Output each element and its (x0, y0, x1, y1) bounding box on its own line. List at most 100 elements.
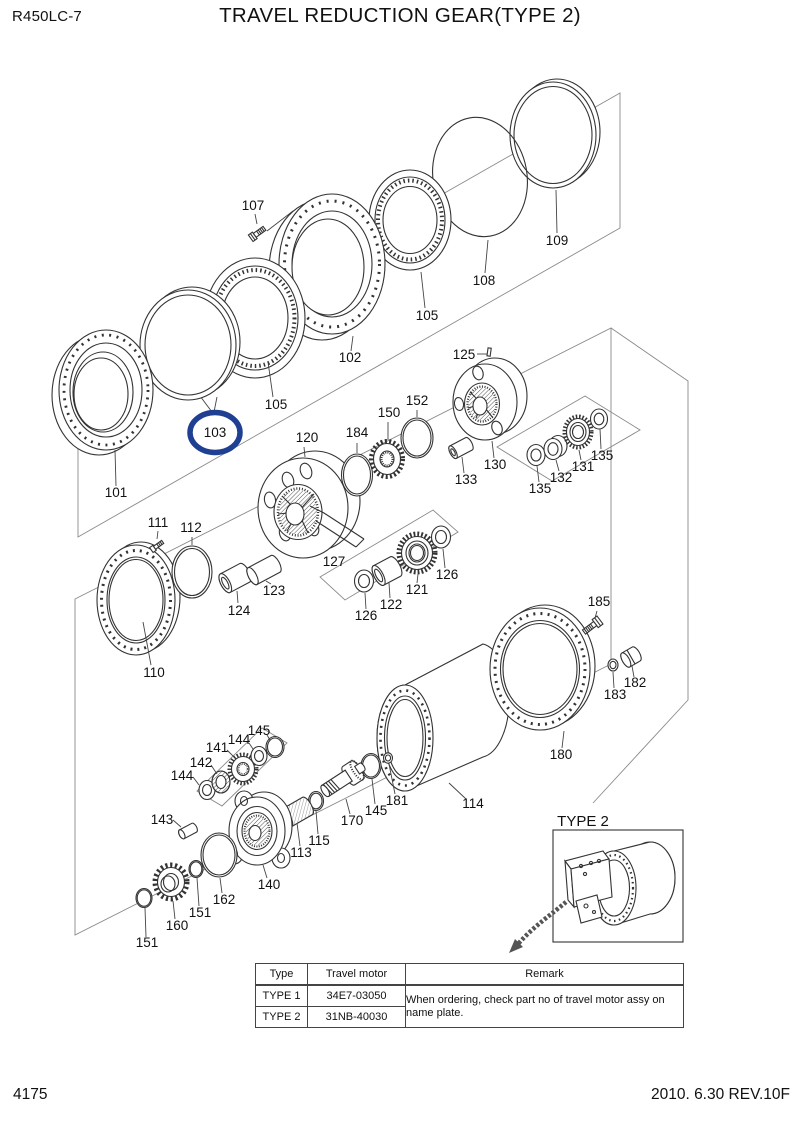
leader-line-151 (196, 877, 200, 907)
part-130-carrier (452, 357, 528, 441)
part-label-107: 107 (242, 198, 265, 213)
part-label-135: 135 (529, 481, 552, 496)
part-181 (382, 752, 394, 764)
leader-line-105 (420, 271, 426, 309)
leader-line-185 (594, 610, 598, 619)
part-label-142: 142 (190, 755, 213, 770)
part-label-125: 125 (453, 347, 476, 362)
leader-line-162 (219, 877, 223, 894)
part-label-102: 102 (339, 350, 362, 365)
leader-line-121 (416, 573, 419, 584)
leader-line-142 (210, 764, 218, 775)
part-label-122: 122 (380, 597, 403, 612)
part-label-150: 150 (378, 405, 401, 420)
leader-line-180 (561, 730, 565, 749)
part-126-right (430, 525, 452, 549)
revision-date: 2010. 6.30 REV.10F (650, 1086, 790, 1103)
col-header-travel-motor: Travel motor (307, 963, 406, 986)
type2-box (552, 829, 684, 943)
remark-cell: When ordering, check part no of travel m… (405, 984, 684, 1028)
part-122 (371, 556, 403, 586)
leader-line-123 (265, 580, 272, 585)
part-101 (51, 329, 154, 456)
part-144-right (250, 745, 268, 767)
part-131-gear (562, 414, 594, 450)
part-label-152: 152 (406, 393, 429, 408)
part-184 (340, 453, 374, 497)
part-120-carrier (257, 450, 361, 559)
leader-line-143 (172, 819, 182, 828)
part-label-115: 115 (308, 833, 330, 848)
part-label-108: 108 (473, 273, 496, 288)
part-150-gear (369, 439, 405, 479)
part-180 (489, 604, 596, 731)
leader-line-182 (631, 665, 635, 678)
col-header-type: Type (255, 963, 308, 986)
leader-line-122 (388, 582, 391, 599)
part-142-bearing (211, 770, 231, 794)
leader-line-107 (254, 213, 258, 225)
part-label-131: 131 (572, 459, 595, 474)
part-label-114: 114 (462, 796, 484, 811)
type2-label: TYPE 2 (557, 813, 609, 830)
part-123 (246, 554, 282, 586)
leader-line-110 (142, 621, 152, 666)
part-170-shaft (320, 759, 366, 798)
part-label-162: 162 (213, 892, 236, 907)
leader-line-145 (371, 778, 376, 805)
leader-line-181 (388, 763, 396, 795)
leader-line-131 (578, 449, 582, 461)
part-151-right (188, 859, 204, 879)
part-114-drum (376, 643, 510, 792)
leader-line-113 (296, 822, 301, 847)
part-label-121: 121 (406, 582, 429, 597)
leader-line-133 (461, 456, 465, 474)
type1-part-no: 34E7-03050 (307, 984, 406, 1007)
leader-line-126 (364, 592, 367, 610)
part-label-140: 140 (258, 877, 281, 892)
type2-inset: TYPE 2 (509, 813, 684, 953)
leader-line-114 (448, 782, 467, 800)
leader-line-120 (303, 446, 306, 458)
table-row: TYPE 1 34E7-03050 When ordering, check p… (255, 984, 684, 1028)
part-label-105: 105 (416, 308, 439, 323)
part-label-184: 184 (346, 425, 369, 440)
part-label-160: 160 (166, 918, 189, 933)
leader-line-130 (491, 440, 495, 459)
part-107-bolt (247, 225, 267, 243)
part-143-pin (178, 822, 198, 840)
part-111-bolt (148, 539, 165, 554)
part-124 (218, 562, 252, 594)
part-label-112: 112 (180, 520, 202, 535)
leader-line-111 (156, 530, 159, 540)
part-label-141: 141 (206, 740, 229, 755)
model-code: R450LC-7 (12, 8, 82, 25)
part-141-gear (227, 752, 259, 786)
part-112 (171, 545, 213, 599)
leader-line-101 (114, 449, 117, 487)
leader-line-132 (555, 459, 560, 472)
leader-line-144 (248, 742, 254, 750)
part-135-left (526, 443, 546, 467)
part-109 (509, 78, 601, 189)
part-label-126: 126 (436, 567, 459, 582)
part-label-135: 135 (591, 448, 614, 463)
part-152 (400, 417, 434, 459)
part-145-upper (265, 735, 285, 759)
part-label-144: 144 (171, 768, 194, 783)
part-label-133: 133 (455, 472, 478, 487)
part-label-120: 120 (296, 430, 319, 445)
leader-line-144 (192, 776, 200, 786)
table-row: TYPE 2 31NB-40030 (255, 1006, 684, 1028)
col-header-remark: Remark (405, 963, 684, 986)
part-185-bolt (581, 615, 604, 635)
part-132 (543, 434, 568, 461)
leader-line-105 (267, 361, 274, 398)
travel-motor-illustration (564, 841, 676, 926)
leader-line-170 (345, 798, 351, 815)
curved-arrow-icon (509, 900, 568, 953)
part-label-185: 185 (588, 594, 611, 609)
